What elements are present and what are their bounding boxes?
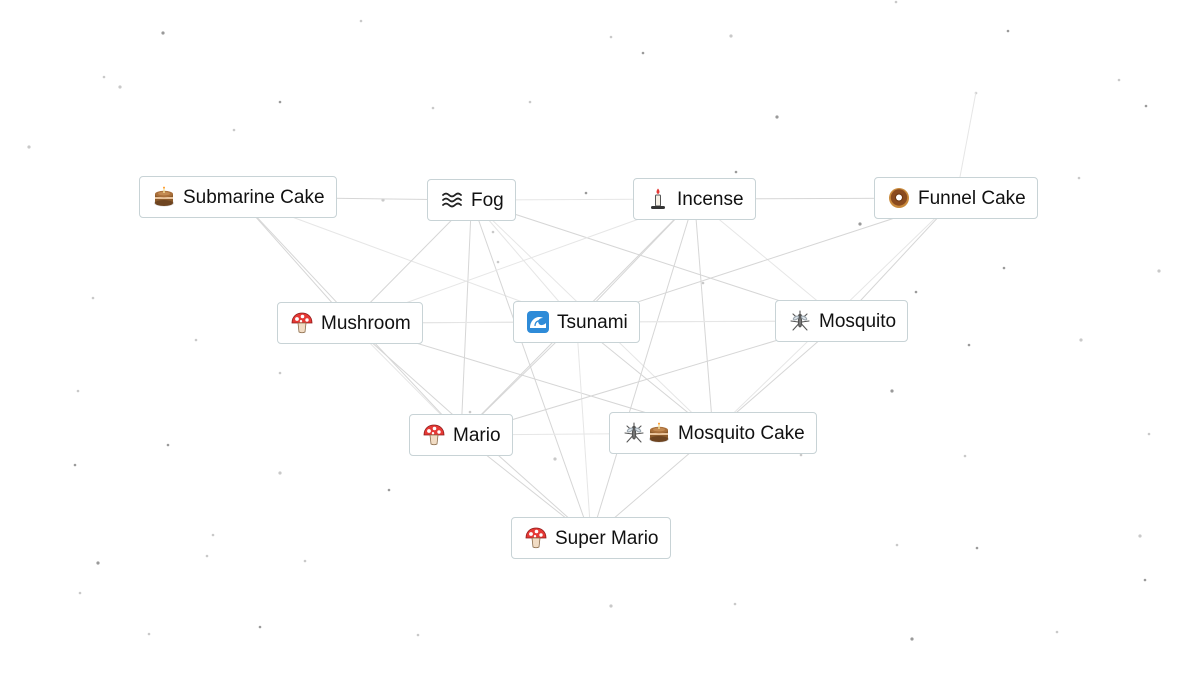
wave-icon xyxy=(526,310,550,334)
background-dot xyxy=(528,100,532,104)
background-dot xyxy=(1144,104,1148,108)
background-dot xyxy=(147,632,151,636)
fog-icon xyxy=(440,188,464,212)
background-dot xyxy=(914,290,918,294)
background-dot xyxy=(76,389,80,393)
element-label: Mario xyxy=(453,424,501,446)
background-dot xyxy=(1055,630,1059,634)
background-dot xyxy=(799,453,803,457)
background-dot xyxy=(359,19,363,23)
background-dot xyxy=(303,559,307,563)
element-funnel-cake[interactable]: Funnel Cake xyxy=(874,177,1038,219)
background-dot xyxy=(734,170,738,174)
background-dot xyxy=(278,371,282,375)
background-dot xyxy=(102,75,106,79)
cake-icon xyxy=(647,421,671,445)
background-dot xyxy=(609,604,613,608)
mushroom-icon xyxy=(524,526,548,550)
mushroom-icon xyxy=(422,423,446,447)
background-dot xyxy=(1138,534,1142,538)
background-dot xyxy=(1147,432,1151,436)
background-dot xyxy=(910,637,914,641)
background-dot xyxy=(975,546,979,550)
element-incense[interactable]: Incense xyxy=(633,178,756,220)
element-label: Submarine Cake xyxy=(183,186,325,208)
element-label: Mosquito Cake xyxy=(678,422,805,444)
background-dot xyxy=(641,51,645,55)
background-dot xyxy=(894,0,898,4)
background-dot xyxy=(496,260,500,264)
background-dot xyxy=(194,338,198,342)
background-dot xyxy=(729,34,733,38)
background-dot xyxy=(701,281,705,285)
background-dot xyxy=(416,633,420,637)
connection-line xyxy=(590,198,695,539)
connection-line xyxy=(460,199,472,436)
background-dot xyxy=(96,561,100,565)
background-dot xyxy=(609,35,613,39)
element-fog[interactable]: Fog xyxy=(427,179,516,221)
background-dot xyxy=(278,100,282,104)
element-mosquito-cake[interactable]: Mosquito Cake xyxy=(609,412,817,454)
background-dot xyxy=(78,591,82,595)
mushroom-icon xyxy=(290,311,314,335)
background-dot xyxy=(775,115,779,119)
background-dot xyxy=(895,543,899,547)
cake-icon xyxy=(152,185,176,209)
element-label: Super Mario xyxy=(555,527,659,549)
background-dot xyxy=(1002,266,1006,270)
element-label: Funnel Cake xyxy=(918,187,1026,209)
background-dot xyxy=(553,457,557,461)
element-label: Mosquito xyxy=(819,310,897,332)
background-dot xyxy=(858,222,862,226)
connection-line xyxy=(471,199,592,539)
background-dot xyxy=(1157,269,1161,273)
background-dot xyxy=(387,488,391,492)
background-dot xyxy=(431,106,435,110)
element-mosquito[interactable]: Mosquito xyxy=(775,300,909,342)
background-dot xyxy=(258,625,262,629)
element-super-mario[interactable]: Super Mario xyxy=(511,517,671,559)
background-dot xyxy=(733,602,737,606)
background-dot xyxy=(211,533,215,537)
donut-icon xyxy=(887,186,911,210)
connection-line xyxy=(694,198,714,434)
element-submarine-cake[interactable]: Submarine Cake xyxy=(139,176,337,218)
background-dot xyxy=(161,31,165,35)
background-dot xyxy=(468,410,472,414)
background-dot xyxy=(584,191,588,195)
element-tsunami[interactable]: Tsunami xyxy=(513,301,640,343)
element-label: Incense xyxy=(677,188,744,210)
mosquito-icon xyxy=(622,421,646,445)
background-dot xyxy=(1077,176,1081,180)
element-label: Tsunami xyxy=(557,311,628,333)
element-mushroom[interactable]: Mushroom xyxy=(277,302,423,344)
background-dot xyxy=(232,128,236,132)
background-dot xyxy=(491,230,495,234)
candle-icon xyxy=(646,187,670,211)
connection-line xyxy=(576,321,592,539)
element-mario[interactable]: Mario xyxy=(409,414,513,456)
background-dot xyxy=(1079,338,1083,342)
background-dot xyxy=(73,463,77,467)
background-dot xyxy=(1143,578,1147,582)
background-dot xyxy=(278,471,282,475)
element-label: Mushroom xyxy=(321,312,411,334)
background-dot xyxy=(963,454,967,458)
background-dot xyxy=(1006,29,1010,33)
background-dot xyxy=(166,443,170,447)
element-label: Fog xyxy=(471,189,504,211)
background-dot xyxy=(205,554,209,558)
background-dot xyxy=(27,145,31,149)
background-dot xyxy=(1117,78,1121,82)
background-dot xyxy=(890,389,894,393)
background-dot xyxy=(91,296,95,300)
mosquito-icon xyxy=(788,309,812,333)
background-dot xyxy=(967,343,971,347)
background-dot xyxy=(118,85,122,89)
